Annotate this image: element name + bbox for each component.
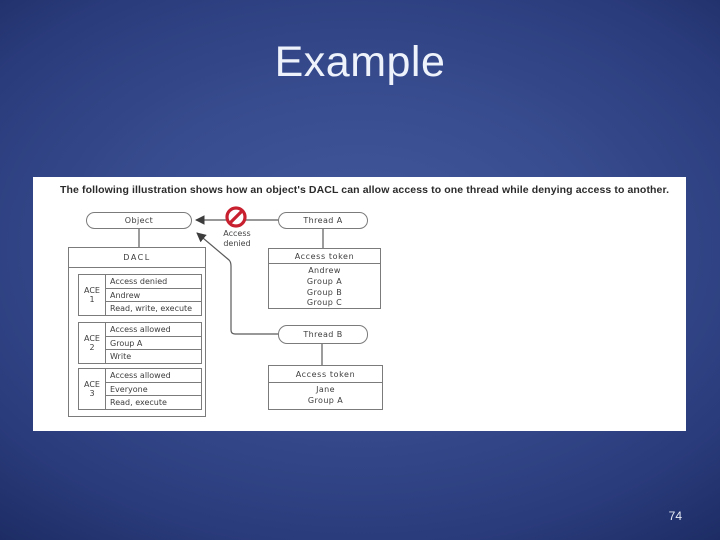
dacl-header: DACL <box>69 248 205 268</box>
ace-entry-3: ACE 3 Access allowed Everyone Read, exec… <box>78 368 202 410</box>
illustration-panel: The following illustration shows how an … <box>33 177 686 431</box>
thread-b-node: Thread B <box>278 325 368 344</box>
token-b-member: Group A <box>307 395 344 405</box>
token-a-member: Group A <box>306 276 343 286</box>
access-denied-icon <box>225 206 247 228</box>
ace-3-type: Access allowed <box>106 369 201 383</box>
token-a-member: Andrew <box>308 266 341 275</box>
token-b-member: Jane <box>316 385 335 394</box>
ace-1-type: Access denied <box>106 275 201 289</box>
illustration-caption: The following illustration shows how an … <box>60 184 670 196</box>
token-a-member: Group C <box>306 298 343 308</box>
ace-entry-2: ACE 2 Access allowed Group A Write <box>78 322 202 364</box>
ace-3-trustee: Everyone <box>106 383 201 397</box>
access-token-b-title: Access token <box>269 366 382 383</box>
connector-lines <box>138 206 324 369</box>
object-label: Object <box>124 216 154 225</box>
slide-title: Example <box>274 38 446 86</box>
ace-1-trustee: Andrew <box>106 289 201 303</box>
object-node: Object <box>86 212 192 229</box>
access-denied-label: Access denied <box>223 229 251 248</box>
dacl-diagram: Object Thread A Access denied DACL ACE 1… <box>33 177 686 431</box>
ace-2-label: ACE 2 <box>79 323 106 363</box>
thread-a-label: Thread A <box>303 216 343 225</box>
ace-entry-1: ACE 1 Access denied Andrew Read, write, … <box>78 274 202 316</box>
thread-a-node: Thread A <box>278 212 368 229</box>
ace-1-label: ACE 1 <box>79 275 106 315</box>
ace-2-rights: Write <box>110 352 132 362</box>
ace-1-rights: Read, write, execute <box>110 304 193 314</box>
access-token-a: Access token Andrew Group A Group B Grou… <box>268 248 381 309</box>
ace-2-trustee: Group A <box>106 337 201 351</box>
token-a-member: Group B <box>306 287 343 297</box>
ace-2-type: Access allowed <box>106 323 201 337</box>
page-number: 74 <box>668 509 682 523</box>
thread-b-label: Thread B <box>303 330 343 339</box>
ace-3-rights: Read, execute <box>110 398 167 408</box>
ace-3-label: ACE 3 <box>79 369 106 409</box>
access-token-b: Access token Jane Group A <box>268 365 383 410</box>
access-token-a-title: Access token <box>269 249 380 264</box>
